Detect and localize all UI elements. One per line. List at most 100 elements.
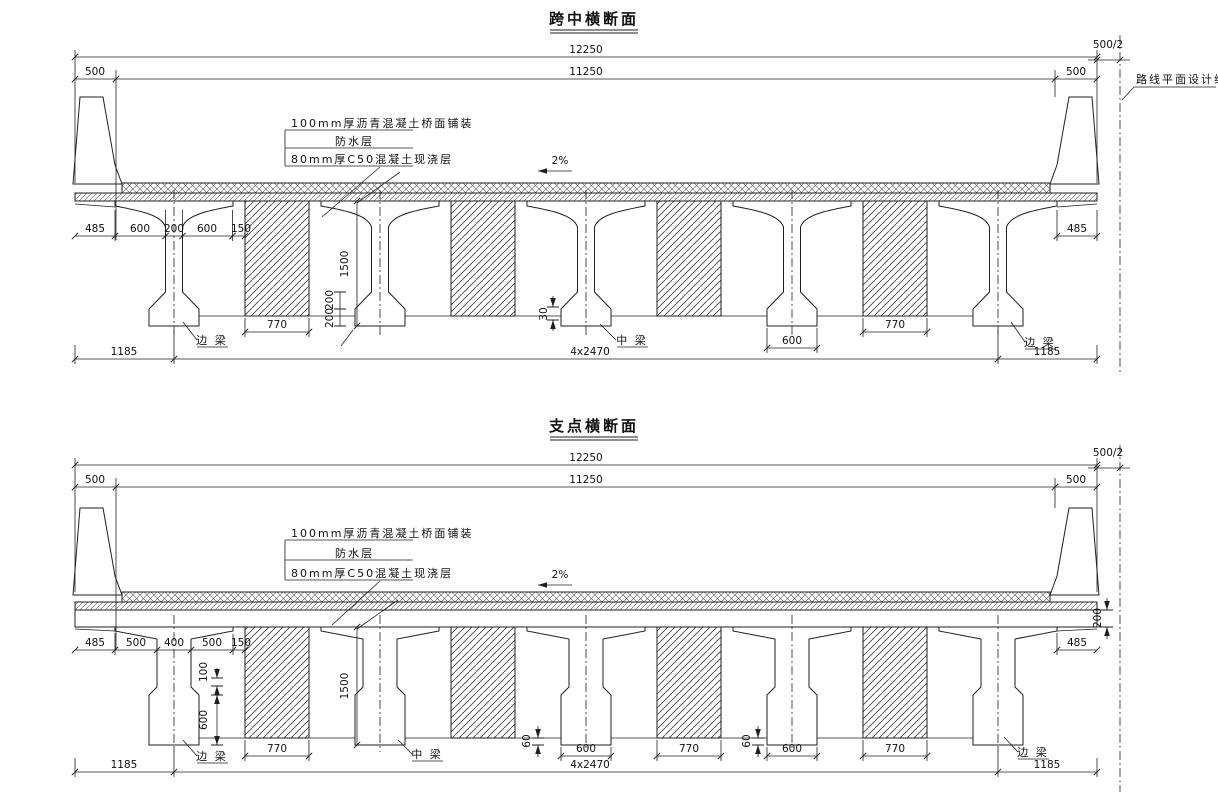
dim-150: 150 xyxy=(231,637,251,649)
right-barrier xyxy=(1049,96,1100,185)
dim-500-b: 500 xyxy=(202,637,222,649)
girder-centerlines xyxy=(173,190,999,336)
callout-line1: 100mm厚沥青混凝土桥面铺装 xyxy=(291,526,473,540)
slope-label: 2% xyxy=(552,155,569,167)
dim-inner-width: 11250 xyxy=(569,474,602,486)
dim-spacing: 4x2470 xyxy=(570,759,610,771)
midspan-left-dims xyxy=(71,210,249,241)
dim-100-taper: 100 xyxy=(198,662,210,682)
dim-485-left: 485 xyxy=(85,223,105,235)
slope-arrowhead xyxy=(538,168,547,174)
dim-1500: 1500 xyxy=(339,251,351,278)
support-section: 支点横断面 12250 11250 500 500 500/2 xyxy=(71,417,1130,792)
dim-edge-right: 500 xyxy=(1066,474,1086,486)
dim-1185-right: 1185 xyxy=(1034,346,1061,358)
callout-line1: 100mm厚沥青混凝土桥面铺装 xyxy=(291,116,473,130)
dim-150: 150 xyxy=(231,223,251,235)
step-dims xyxy=(531,726,765,757)
dim-485-left: 485 xyxy=(85,637,105,649)
support-lower-dims xyxy=(241,740,931,761)
midspan-title: 跨中横断面 xyxy=(549,10,639,28)
dim-600-g4: 600 xyxy=(782,743,802,755)
dim-1185-right: 1185 xyxy=(1034,759,1061,771)
dim-770-right: 770 xyxy=(885,319,905,331)
label-mid-girder: 中 梁 xyxy=(616,333,648,347)
left-barrier xyxy=(72,96,123,185)
callout-leader xyxy=(321,166,381,218)
dim-30-marks xyxy=(546,296,560,331)
dim-400-web: 400 xyxy=(164,637,184,649)
dim-770-1: 770 xyxy=(267,743,287,755)
design-line-label: 路线平面设计线 xyxy=(1136,72,1218,86)
dim-485-right: 485 xyxy=(1067,637,1087,649)
slope-arrowhead xyxy=(538,582,547,588)
label-edge-girder-right: 边 梁 xyxy=(1024,335,1056,349)
dim-spacing: 4x2470 xyxy=(570,346,610,358)
dim-total-width: 12250 xyxy=(569,44,602,56)
dim-200-slab: 200 xyxy=(1092,608,1104,628)
label-edge-girder-left: 边 梁 xyxy=(196,749,228,763)
girder-height-dim xyxy=(353,599,399,749)
dim-770-3: 770 xyxy=(679,743,699,755)
midspan-girder-labels: 边 梁 中 梁 边 梁 xyxy=(182,321,1056,350)
label-edge-girder-left: 边 梁 xyxy=(196,333,228,347)
midspan-deck-callout: 100mm厚沥青混凝土桥面铺装 防水层 80mm厚C50混凝土现浇层 xyxy=(284,116,473,218)
girder-height-dims xyxy=(333,171,401,347)
dim-485-right: 485 xyxy=(1067,223,1087,235)
cantilever-soffit-left xyxy=(74,628,116,632)
slab-thickness-dim xyxy=(1097,598,1114,639)
dim-200-web: 200 xyxy=(164,223,184,235)
midspan-top-dims xyxy=(71,50,1130,240)
dim-60-a: 60 xyxy=(521,734,533,747)
slope-label: 2% xyxy=(552,569,569,581)
dim-edge-right: 500 xyxy=(1066,66,1086,78)
design-line-leader xyxy=(1121,86,1216,101)
support-top-dims xyxy=(71,458,1130,650)
cast-in-place-layer xyxy=(74,601,1098,611)
dim-half-offset: 500/2 xyxy=(1093,39,1123,51)
taper-bulb-dims xyxy=(210,668,224,746)
callout-leader xyxy=(331,580,381,626)
dim-1185-left: 1185 xyxy=(111,759,138,771)
left-barrier xyxy=(72,507,123,596)
callout-line3: 80mm厚C50混凝土现浇层 xyxy=(291,152,453,166)
dim-770-4: 770 xyxy=(885,743,905,755)
dim-600-b: 600 xyxy=(197,223,217,235)
dim-600-g3: 600 xyxy=(576,743,596,755)
midspan-diaphragms xyxy=(244,200,928,317)
label-mid-girder: 中 梁 xyxy=(411,747,443,761)
midspan-section: 跨中横断面 12250 11250 500 500 500/2 路线平面设计线 xyxy=(71,10,1218,372)
dim-edge-left: 500 xyxy=(85,66,105,78)
dim-200-bulb: 200 xyxy=(324,308,336,328)
dim-500-a: 500 xyxy=(126,637,146,649)
dim-60-b: 60 xyxy=(741,734,753,747)
dim-1185-left: 1185 xyxy=(111,346,138,358)
dim-770-left: 770 xyxy=(267,319,287,331)
support-deck-callout: 100mm厚沥青混凝土桥面铺装 防水层 80mm厚C50混凝土现浇层 xyxy=(284,526,473,626)
dim-half-offset: 500/2 xyxy=(1093,447,1123,459)
cantilever-soffit-right xyxy=(1056,203,1098,208)
support-girder-labels: 边 梁 中 梁 边 梁 xyxy=(182,736,1049,764)
right-barrier xyxy=(1049,507,1100,596)
support-diaphragms xyxy=(244,626,928,739)
callout-line3: 80mm厚C50混凝土现浇层 xyxy=(291,566,453,580)
support-title: 支点横断面 xyxy=(548,417,639,435)
midspan-lower-dims xyxy=(241,318,931,353)
label-edge-girder-right: 边 梁 xyxy=(1017,745,1049,759)
dim-600-side: 600 xyxy=(198,710,210,730)
dim-1500: 1500 xyxy=(339,673,351,700)
dim-inner-width: 11250 xyxy=(569,66,602,78)
dim-30: 30 xyxy=(538,307,550,320)
cantilever-soffit-right xyxy=(1056,628,1098,632)
callout-line2: 防水层 xyxy=(335,134,374,148)
support-left-dims xyxy=(71,633,249,655)
cantilever-soffit-left xyxy=(74,203,116,208)
support-bottom-dims xyxy=(71,748,1101,777)
midspan-right-dims xyxy=(1053,210,1101,241)
girder-centerlines xyxy=(173,615,999,752)
support-right-dims xyxy=(1053,633,1101,655)
dim-200-flare: 200 xyxy=(324,290,336,310)
dim-600-bulb: 600 xyxy=(782,335,802,347)
